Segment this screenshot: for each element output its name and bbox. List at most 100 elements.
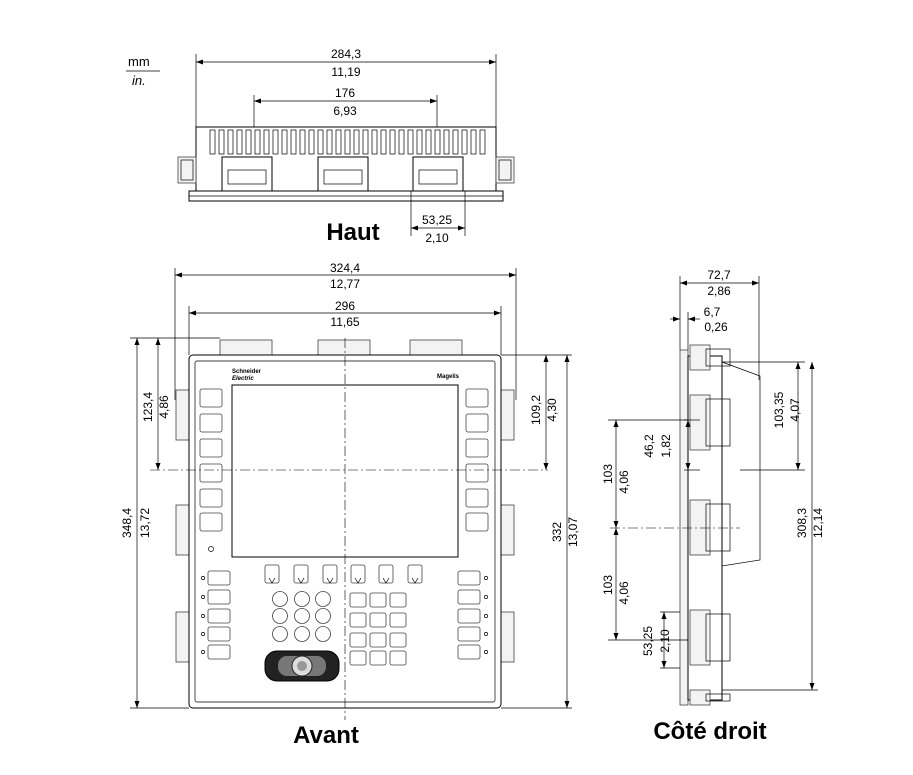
key-led [484, 650, 488, 654]
dim-side-flange-in: 0,26 [704, 320, 728, 334]
dim-front-axis-left-mm: 123,4 [141, 392, 155, 422]
function-key [207, 570, 231, 586]
square-key [389, 632, 407, 648]
function-key [465, 413, 489, 433]
arrow-key [350, 564, 366, 584]
vent-rib [398, 129, 405, 155]
side-clip-left [175, 504, 190, 556]
vent-rib [461, 129, 468, 155]
dim-side-depth-mm: 72,7 [707, 268, 731, 282]
vent-rib [326, 129, 333, 155]
vent-rib [272, 129, 279, 155]
arrow-key [322, 564, 338, 584]
mounting-clip [689, 689, 711, 706]
vent-rib [236, 129, 243, 155]
vent-rib [209, 129, 216, 155]
dim-top-clip-mm: 53,25 [422, 213, 452, 227]
square-key [389, 592, 407, 608]
numeric-key [294, 591, 310, 607]
dim-front-overall-h-mm: 348,4 [120, 508, 134, 538]
brand-left: Schneider [232, 369, 262, 375]
dim-side-clip-offset-in: 1,82 [659, 434, 673, 458]
vent-rib [344, 129, 351, 155]
ventilation-ribs [209, 129, 486, 155]
numeric-key [272, 626, 288, 642]
function-key [457, 626, 481, 642]
clip-screw [705, 693, 731, 702]
side-clip-right [500, 389, 515, 441]
numeric-key [294, 608, 310, 624]
key-led [201, 595, 205, 599]
numeric-key [272, 591, 288, 607]
vent-rib [371, 129, 378, 155]
function-key [457, 608, 481, 624]
vent-rib [434, 129, 441, 155]
dim-front-body-h-mm: 332 [550, 522, 564, 542]
function-key [199, 488, 223, 508]
brand-right: Magelis [437, 374, 460, 380]
vent-rib [452, 129, 459, 155]
dim-side-pitch-2-in: 4,06 [617, 581, 631, 605]
function-key [457, 589, 481, 605]
function-key [465, 463, 489, 483]
clip-screw [705, 613, 731, 662]
dim-side-bottom-clip-in: 2,10 [658, 629, 672, 653]
function-key [199, 388, 223, 408]
dim-front-body-w-in: 11,65 [330, 315, 359, 329]
chevron-down-icon [354, 577, 362, 584]
function-key [199, 413, 223, 433]
vent-rib [353, 129, 360, 155]
vent-rib [263, 129, 270, 155]
key-led [484, 576, 488, 580]
function-key [457, 644, 481, 660]
vent-rib [290, 129, 297, 155]
function-key [199, 512, 223, 532]
square-key [349, 592, 367, 608]
square-key [369, 592, 387, 608]
view-label-front: Avant [293, 722, 359, 749]
square-keypad [349, 592, 407, 666]
dim-top-overall-mm: 284,3 [331, 47, 361, 61]
side-view: 72,7 2,86 6,7 0,26 46,2 1,82 [601, 268, 825, 745]
numeric-key [315, 608, 331, 624]
arrow-key [407, 564, 423, 584]
side-clip-left [175, 611, 190, 663]
vent-rib [218, 129, 225, 155]
vent-rib [470, 129, 477, 155]
function-key [207, 626, 231, 642]
side-clip-left [175, 389, 190, 441]
chevron-down-icon [411, 577, 419, 584]
dim-side-pitch-1-mm: 103 [601, 464, 615, 484]
function-key [207, 608, 231, 624]
clip-screw [705, 398, 731, 447]
chevron-down-icon [268, 577, 276, 584]
vent-rib [227, 129, 234, 155]
square-key [349, 612, 367, 628]
dim-side-depth-in: 2,86 [707, 284, 731, 298]
dim-front-axis-right-in: 4,30 [545, 398, 559, 422]
key-led [484, 632, 488, 636]
view-label-side: Côté droit [653, 718, 766, 745]
dim-front-axis-left-in: 4,86 [157, 395, 171, 419]
mounting-clip [689, 394, 711, 451]
chevron-down-icon [326, 577, 334, 584]
dim-front-overall-w-in: 12,77 [330, 277, 360, 291]
vent-rib [389, 129, 396, 155]
mounting-clip [689, 499, 711, 556]
key-led [484, 614, 488, 618]
square-key [369, 650, 387, 666]
clip-screw [705, 348, 731, 367]
dim-side-flange-mm: 6,7 [704, 305, 721, 319]
dim-front-body-h-in: 13,07 [566, 517, 580, 547]
arrow-key [264, 564, 280, 584]
mounting-clip [689, 344, 711, 371]
function-key [457, 570, 481, 586]
dim-side-top-axis-mm: 103,35 [772, 391, 786, 428]
clip-screw [705, 503, 731, 552]
numeric-key [315, 591, 331, 607]
dim-front-overall-h-in: 13,72 [138, 508, 152, 538]
square-key [349, 650, 367, 666]
numeric-keypad [272, 591, 331, 642]
square-key [389, 650, 407, 666]
